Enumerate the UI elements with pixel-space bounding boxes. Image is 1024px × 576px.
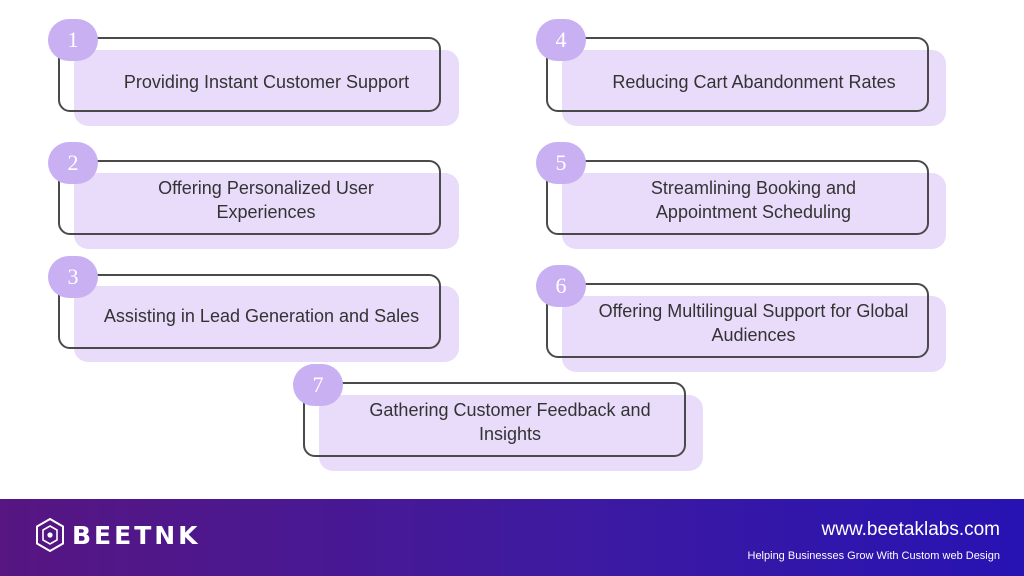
item-label: Reducing Cart Abandonment Rates — [612, 71, 896, 92]
item-number-badge: 5 — [536, 142, 586, 184]
card-background — [319, 395, 703, 471]
card-outline — [303, 382, 686, 457]
card-background — [562, 50, 946, 126]
brand-logo[interactable]: BEETNK — [34, 517, 201, 553]
item-number-badge: 3 — [48, 256, 98, 298]
item-label: Offering Multilingual Support for Global… — [598, 301, 909, 345]
item-label: Assisting in Lead Generation and Sales — [103, 306, 420, 326]
item-label: Offering Personalized User Experiences — [158, 178, 374, 222]
card-background — [74, 286, 459, 362]
item-label: Providing Instant Customer Support — [123, 71, 410, 92]
card-background — [562, 173, 946, 249]
card-outline — [546, 37, 929, 112]
card-outline — [58, 37, 441, 112]
card-outline — [546, 160, 929, 235]
item-label: Streamlining Booking and Appointment Sch… — [650, 178, 857, 222]
footer-banner: BEETNK www.beetaklabs.com Helping Busine… — [0, 499, 1024, 576]
hexagon-logo-icon — [36, 517, 64, 553]
item-number-badge: 2 — [48, 142, 98, 184]
brand-wordmark: BEETNK — [72, 520, 201, 550]
tagline: Helping Businesses Grow With Custom web … — [747, 550, 1001, 562]
card-background — [74, 173, 459, 249]
item-number-badge: 4 — [536, 19, 586, 61]
item-number-badge: 1 — [48, 19, 98, 61]
card-background — [562, 296, 946, 372]
card-outline — [58, 160, 441, 235]
card-outline — [58, 274, 441, 349]
item-number-badge: 7 — [293, 364, 343, 406]
card-outline — [546, 283, 929, 358]
item-label: Gathering Customer Feedback and Insights — [369, 400, 651, 444]
website-url[interactable]: www.beetaklabs.com — [821, 519, 1000, 540]
card-background — [74, 50, 459, 126]
item-number-badge: 6 — [536, 265, 586, 307]
